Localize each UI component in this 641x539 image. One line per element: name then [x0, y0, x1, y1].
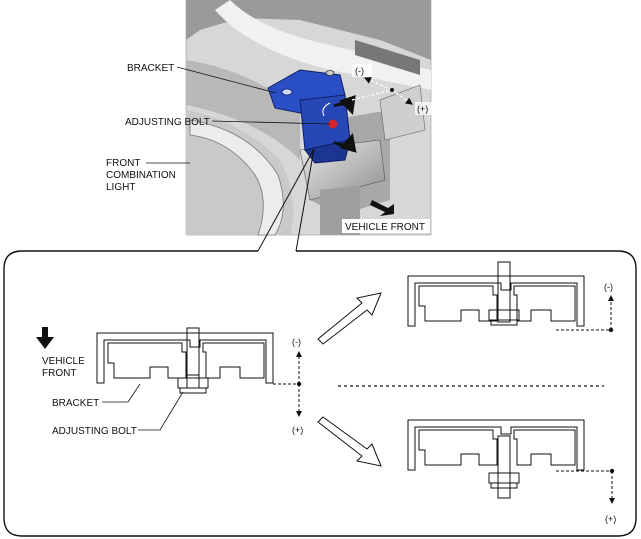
photo-plus-label: (+): [417, 104, 428, 114]
photo-vehicle-front-label: VEHICLE FRONT: [345, 222, 425, 233]
photo-bracket: [267, 69, 351, 164]
main-minus-label: (-): [292, 337, 301, 347]
detail-bracket-label: BRACKET: [52, 398, 99, 409]
bracket-cross-section-lower: [407, 419, 585, 499]
vehicle-front-label-1: VEHICLE: [42, 356, 85, 367]
vehicle-front-arrow: [36, 327, 54, 349]
photo-front-combination-light-label-1: FRONT: [106, 158, 140, 169]
detail-panel: [3, 250, 637, 537]
upper-minus-label: (-): [604, 282, 613, 292]
bracket-cross-section-main: [96, 327, 274, 394]
down-direction-arrow: [317, 416, 382, 467]
main-plus-label: (+): [292, 425, 303, 435]
bracket-cross-section-upper: [407, 261, 585, 327]
photo-adjusting-bolt: [328, 119, 338, 129]
lower-plus-label: (+): [605, 514, 616, 524]
detail-adjusting-bolt-label: ADJUSTING BOLT: [52, 426, 137, 437]
up-direction-arrow: [317, 292, 382, 345]
photo-panel: (-) (+) VEHICLE FRONT: [185, 0, 435, 236]
photo-adjusting-bolt-label: ADJUSTING BOLT: [125, 117, 210, 128]
photo-vehicle-front-arrow: [370, 200, 394, 216]
photo-front-combination-light-label-3: LIGHT: [106, 182, 135, 193]
photo-front-combination-light-label-2: COMBINATION: [106, 170, 176, 181]
photo-minus-label: (-): [355, 66, 364, 76]
vehicle-front-label-2: FRONT: [42, 368, 76, 379]
photo-bracket-label: BRACKET: [127, 63, 174, 74]
